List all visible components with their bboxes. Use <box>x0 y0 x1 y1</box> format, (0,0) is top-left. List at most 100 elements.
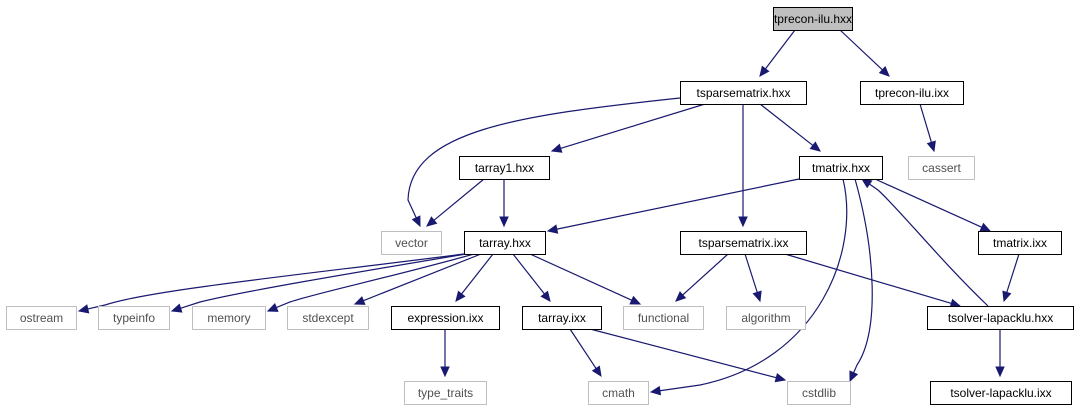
node-tarray-ixx-label: tarray.ixx <box>538 311 586 325</box>
node-cassert-box <box>908 156 975 180</box>
node-stdexcept-box <box>287 306 369 330</box>
edge-tarray-hxx-to-stdexcept <box>362 253 482 302</box>
node-tprecon-ilu-ixx[interactable]: tprecon-ilu.ixx <box>860 81 964 105</box>
edge-tarray-hxx-to-memory-arrowhead <box>266 302 279 312</box>
node-memory-box <box>192 306 266 330</box>
node-memory: memory <box>192 306 266 330</box>
node-type-traits: type_traits <box>404 381 487 405</box>
edge-tarray-hxx-to-functional <box>529 253 633 302</box>
edge-expression-ixx-to-type-traits-arrowhead <box>440 366 450 378</box>
edge-tarray-hxx-to-memory <box>275 253 475 309</box>
node-vector-box <box>381 231 442 255</box>
node-cstdlib: cstdlib <box>787 381 851 405</box>
edge-tarray-hxx-to-stdexcept-arrowhead <box>353 296 366 305</box>
edge-tsparsematrix-ixx-to-tsolver-lapacklu-hxx <box>784 253 953 305</box>
edge-tsparsematrix-hxx-to-tarray1-hxx-arrowhead <box>550 143 563 153</box>
edge-tmatrix-hxx-to-tmatrix-ixx-arrowhead <box>979 222 992 232</box>
edge-tarray-hxx-to-ostream <box>86 253 465 310</box>
node-tsparsematrix-ixx-box <box>680 231 807 255</box>
edge-tmatrix-hxx-to-cstdlib <box>852 178 873 374</box>
edge-tsolver-lapacklu-hxx-to-tmatrix-hxx-arrowhead <box>860 178 873 189</box>
edge-tarray-hxx-to-typeinfo <box>179 253 467 310</box>
edge-tsparsematrix-hxx-to-vector <box>407 97 681 219</box>
node-typeinfo-box <box>98 306 170 330</box>
node-tsparsematrix-hxx[interactable]: tsparsematrix.hxx <box>680 81 807 105</box>
edge-tarray1-hxx-to-vector-arrowhead <box>426 216 438 227</box>
edge-tarray-ixx-to-cstdlib <box>589 328 778 379</box>
node-tsparsematrix-hxx-label: tsparsematrix.hxx <box>696 86 790 100</box>
edge-tarray1-hxx-to-vector <box>432 178 485 222</box>
node-tsparsematrix-ixx[interactable]: tsparsematrix.ixx <box>680 231 807 255</box>
edge-tarray-hxx-to-tarray-ixx-arrowhead <box>540 290 551 302</box>
node-stdexcept-label: stdexcept <box>302 311 354 325</box>
node-tsparsematrix-hxx-box <box>680 81 807 105</box>
node-tprecon-ilu-ixx-box <box>860 81 964 105</box>
node-ostream-box <box>6 306 77 330</box>
edge-tarray-hxx-to-ostream-arrowhead <box>77 304 90 314</box>
node-vector: vector <box>381 231 442 255</box>
node-tsolver-lapacklu-ixx-box <box>930 381 1072 405</box>
edge-tsparsematrix-hxx-to-tmatrix-hxx <box>759 103 815 147</box>
node-cmath: cmath <box>588 381 649 405</box>
edge-tarray-hxx-to-typeinfo-arrowhead <box>170 303 183 313</box>
edge-tsparsematrix-ixx-to-algorithm <box>744 253 759 294</box>
edge-tsparsematrix-hxx-to-tmatrix-hxx-arrowhead <box>809 141 821 152</box>
edge-tprecon-ilu-hxx-to-tprecon-ilu-ixx-arrowhead <box>878 66 890 77</box>
node-algorithm: algorithm <box>726 306 806 330</box>
node-functional-label: functional <box>638 311 689 325</box>
edge-tsparsematrix-hxx-to-tarray1-hxx <box>559 103 706 150</box>
edge-tarray1-hxx-to-tarray-hxx-arrowhead <box>499 216 509 228</box>
node-cstdlib-label: cstdlib <box>802 386 836 400</box>
node-tarray-ixx-box <box>522 306 602 330</box>
node-tprecon-ilu-ixx-label: tprecon-ilu.ixx <box>875 86 949 100</box>
node-tarray1-hxx-box <box>459 156 550 180</box>
node-tsolver-lapacklu-hxx[interactable]: tsolver-lapacklu.hxx <box>927 306 1074 330</box>
edge-tsolver-lapacklu-hxx-to-tsolver-lapacklu-ixx-arrowhead <box>995 366 1005 378</box>
node-ostream-label: ostream <box>20 311 63 325</box>
node-tarray-hxx-label: tarray.hxx <box>479 236 531 250</box>
edge-tmatrix-ixx-to-tsolver-lapacklu-hxx <box>1005 253 1020 294</box>
node-tprecon-ilu-hxx-box <box>773 7 853 31</box>
edge-tmatrix-hxx-to-tarray-hxx <box>555 178 800 230</box>
node-ostream: ostream <box>6 306 77 330</box>
edge-tmatrix-hxx-to-cstdlib-arrowhead <box>849 370 859 383</box>
edge-tsparsematrix-ixx-to-functional <box>681 253 729 297</box>
node-tprecon-ilu-hxx[interactable]: tprecon-ilu.hxx <box>773 7 853 31</box>
edge-tmatrix-hxx-to-cmath-arrowhead <box>649 385 662 396</box>
node-type-traits-label: type_traits <box>418 386 473 400</box>
node-tarray1-hxx-label: tarray1.hxx <box>475 161 534 175</box>
node-stdexcept: stdexcept <box>287 306 369 330</box>
node-vector-label: vector <box>395 236 428 250</box>
node-cstdlib-box <box>787 381 851 405</box>
node-memory-label: memory <box>207 311 250 325</box>
edge-tarray-ixx-to-cstdlib-arrowhead <box>774 372 787 383</box>
edge-tsparsematrix-ixx-to-algorithm-arrowhead <box>752 290 762 303</box>
node-tarray-hxx[interactable]: tarray.hxx <box>464 231 546 255</box>
node-tmatrix-hxx[interactable]: tmatrix.hxx <box>799 156 883 180</box>
node-tsolver-lapacklu-ixx[interactable]: tsolver-lapacklu.ixx <box>930 381 1072 405</box>
edge-tarray-hxx-to-functional-arrowhead <box>629 295 642 305</box>
edge-tprecon-ilu-ixx-to-cassert-arrowhead <box>926 140 936 153</box>
node-tprecon-ilu-hxx-label: tprecon-ilu.hxx <box>774 12 852 26</box>
node-tmatrix-ixx[interactable]: tmatrix.ixx <box>978 231 1062 255</box>
edge-tarray-hxx-to-expression-ixx <box>460 253 494 296</box>
node-cassert-label: cassert <box>922 161 961 175</box>
edge-tsolver-lapacklu-hxx-to-tmatrix-hxx <box>868 183 989 307</box>
edges-layer <box>77 29 1020 396</box>
edge-tarray-ixx-to-cmath <box>569 328 598 370</box>
node-type-traits-box <box>404 381 487 405</box>
edge-tmatrix-hxx-to-tarray-hxx-arrowhead <box>546 224 559 234</box>
node-tmatrix-ixx-box <box>978 231 1062 255</box>
node-tarray1-hxx[interactable]: tarray1.hxx <box>459 156 550 180</box>
edge-tmatrix-hxx-to-cmath <box>658 178 848 392</box>
node-expression-ixx[interactable]: expression.ixx <box>391 306 500 330</box>
edge-tmatrix-hxx-to-tmatrix-ixx <box>874 178 983 229</box>
node-typeinfo: typeinfo <box>98 306 170 330</box>
edge-tprecon-ilu-ixx-to-cassert <box>919 103 933 144</box>
node-tmatrix-ixx-label: tmatrix.ixx <box>993 236 1047 250</box>
node-expression-ixx-label: expression.ixx <box>407 311 483 325</box>
node-tarray-ixx[interactable]: tarray.ixx <box>522 306 602 330</box>
node-tmatrix-hxx-label: tmatrix.hxx <box>812 161 870 175</box>
edge-tarray-hxx-to-expression-ixx-arrowhead <box>455 290 466 302</box>
